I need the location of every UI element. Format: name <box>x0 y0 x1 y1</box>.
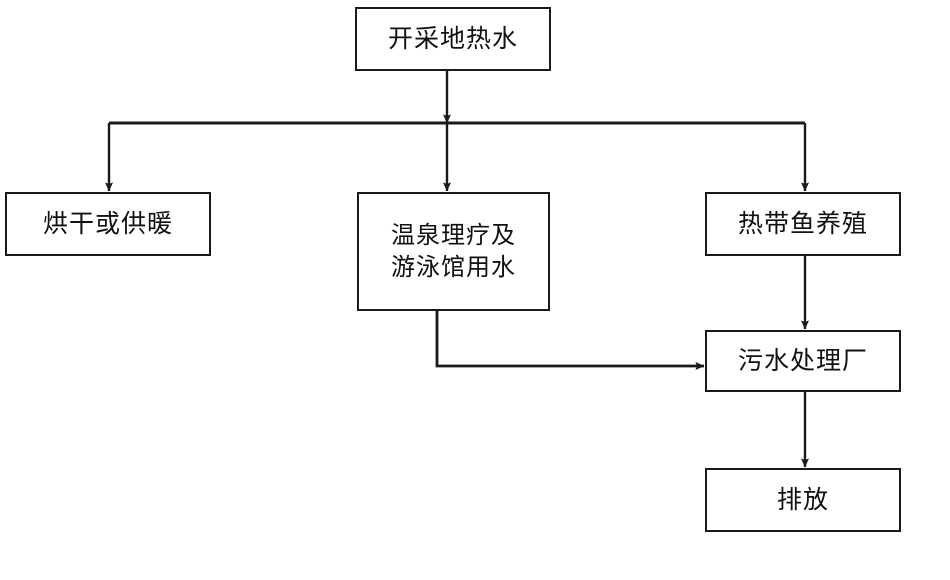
node-label: 开采地热水 <box>387 24 518 54</box>
node-drying-or-heating[interactable]: 烘干或供暖 <box>5 192 211 256</box>
node-label: 温泉理疗及 游泳馆用水 <box>391 221 516 281</box>
node-tropical-fish-farming[interactable]: 热带鱼养殖 <box>705 192 901 256</box>
edge-spa-to-sewage <box>435 311 705 370</box>
node-label: 烘干或供暖 <box>42 209 173 239</box>
node-label: 热带鱼养殖 <box>737 209 868 239</box>
node-label: 污水处理厂 <box>737 346 868 376</box>
node-extract-geothermal-water[interactable]: 开采地热水 <box>355 7 551 71</box>
node-hot-spring-therapy-and-pool-water[interactable]: 温泉理疗及 游泳馆用水 <box>357 192 550 311</box>
node-discharge[interactable]: 排放 <box>705 468 901 532</box>
node-label: 排放 <box>776 485 829 515</box>
node-sewage-treatment-plant[interactable]: 污水处理厂 <box>705 330 901 392</box>
